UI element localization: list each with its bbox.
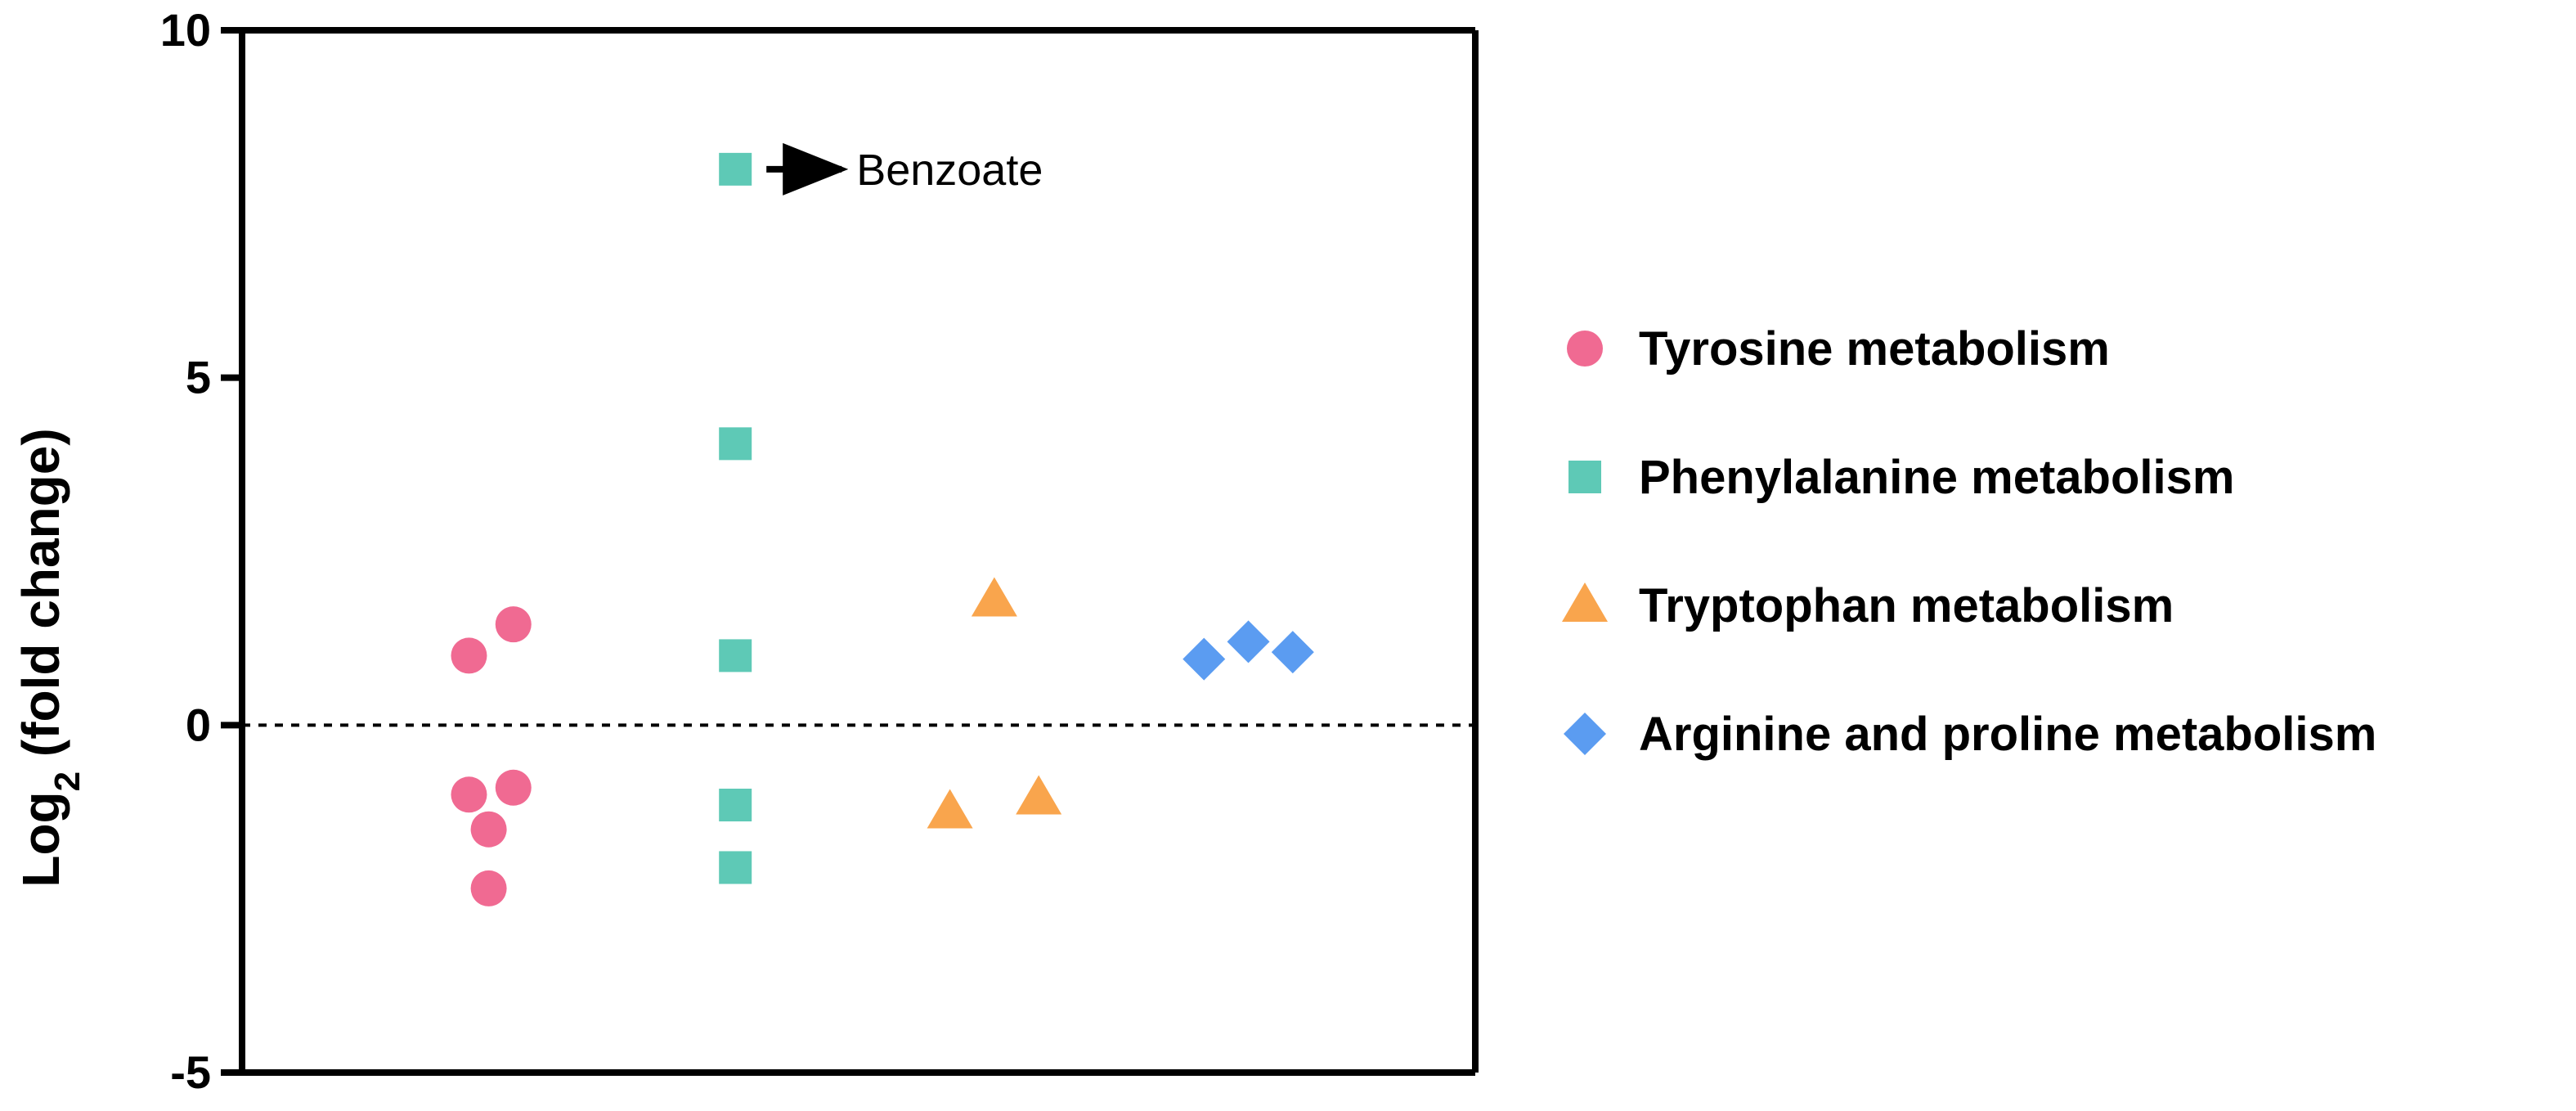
legend-marker bbox=[1564, 713, 1606, 755]
data-point-series-2 bbox=[719, 152, 752, 186]
data-point-series-2 bbox=[719, 427, 752, 461]
data-point-series-2 bbox=[719, 789, 752, 822]
data-point-series-3 bbox=[927, 789, 973, 829]
y-axis-title: Log2 (fold change) bbox=[11, 428, 88, 887]
y-axis-title-subscript: 2 bbox=[47, 771, 88, 791]
y-tick-label: 5 bbox=[186, 352, 211, 403]
data-points-group bbox=[451, 152, 1314, 906]
data-point-series-1 bbox=[451, 637, 487, 674]
annotation-group: Benzoate bbox=[766, 142, 1043, 196]
legend-marker bbox=[1568, 461, 1601, 493]
data-point-series-1 bbox=[451, 776, 487, 813]
data-point-series-4 bbox=[1227, 620, 1270, 663]
data-point-series-3 bbox=[971, 577, 1017, 617]
y-axis-title-prefix: Log bbox=[11, 791, 70, 887]
annotation-label: Benzoate bbox=[856, 146, 1043, 195]
y-axis-title-suffix: (fold change) bbox=[11, 428, 70, 771]
legend-marker bbox=[1562, 582, 1608, 622]
legend-label: Arginine and proline metabolism bbox=[1639, 708, 2376, 761]
data-point-series-1 bbox=[495, 769, 532, 806]
data-point-series-4 bbox=[1271, 631, 1314, 674]
data-point-series-2 bbox=[719, 851, 752, 884]
y-tick-label: 10 bbox=[160, 4, 211, 56]
data-point-series-1 bbox=[470, 870, 507, 906]
data-point-series-4 bbox=[1183, 637, 1226, 681]
y-tick-label: -5 bbox=[170, 1046, 211, 1098]
legend-marker bbox=[1567, 331, 1603, 367]
data-point-series-2 bbox=[719, 639, 752, 672]
y-tick-label: 0 bbox=[186, 699, 211, 750]
data-point-series-1 bbox=[495, 606, 532, 643]
plot-frame bbox=[239, 27, 1479, 1076]
legend-label: Phenylalanine metabolism bbox=[1639, 451, 2234, 504]
data-point-series-3 bbox=[1016, 775, 1062, 815]
legend-label: Tryptophan metabolism bbox=[1639, 579, 2174, 632]
y-axis-ticks-group: 10 5 0 -5 bbox=[160, 4, 242, 1098]
legend-label: Tyrosine metabolism bbox=[1639, 322, 2110, 376]
data-point-series-1 bbox=[470, 811, 507, 848]
